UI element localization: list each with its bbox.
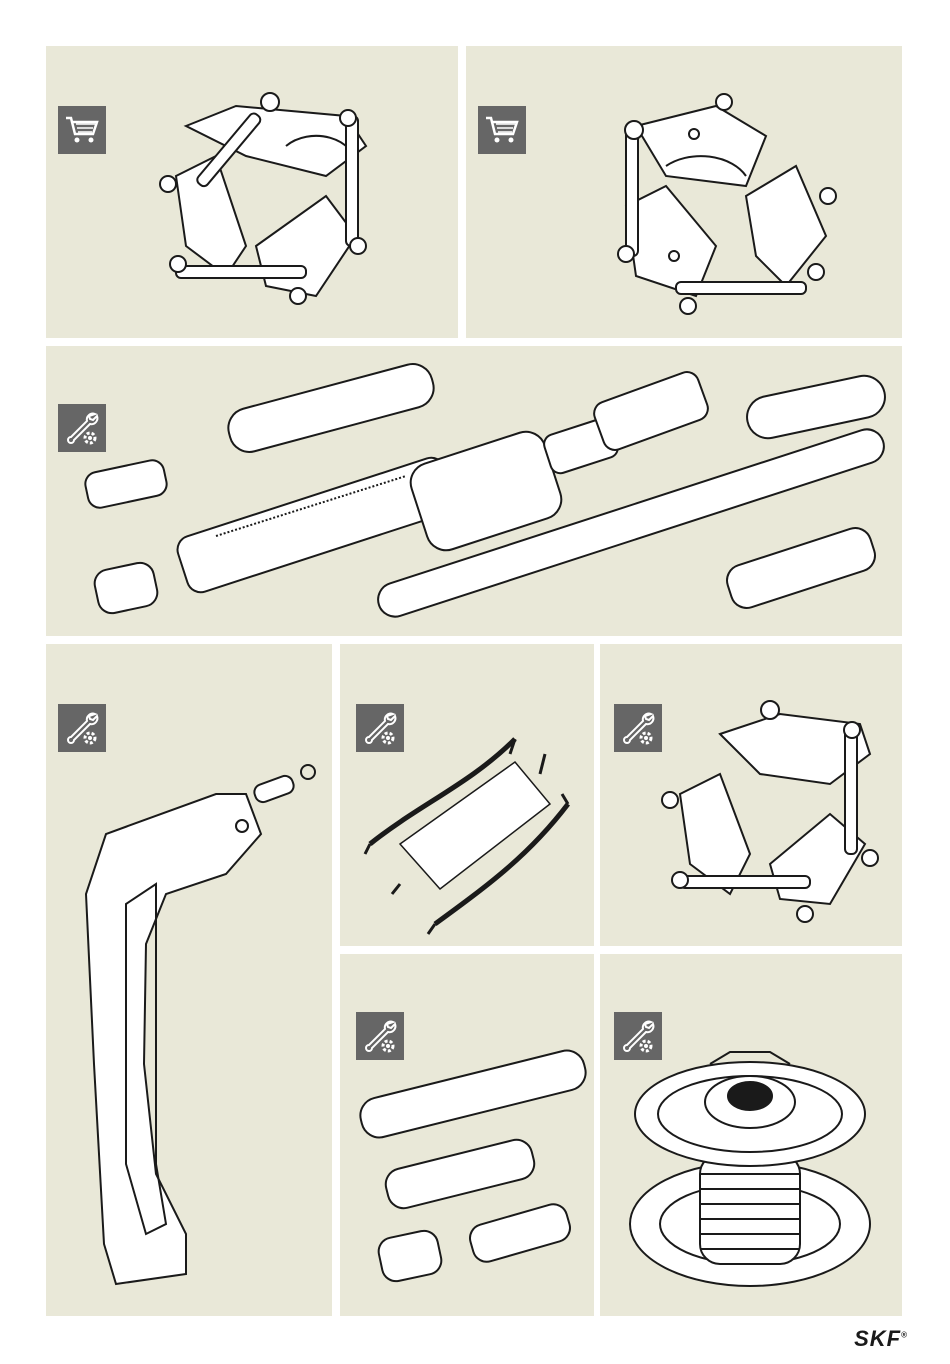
- puller-arm-illustration: [46, 644, 332, 1316]
- bearing-separator-illustration: [466, 46, 902, 338]
- panel-extension-set: [340, 954, 594, 1316]
- panel-safety-net: [340, 644, 594, 946]
- bearing-separator-illustration: [46, 46, 458, 338]
- skf-logo: SKF®: [854, 1326, 908, 1352]
- logo-text: SKF: [854, 1326, 901, 1351]
- puller-wheel-illustration: [600, 954, 902, 1316]
- panel-separator-kit-a: [46, 46, 458, 338]
- registered-mark: ®: [901, 1331, 908, 1340]
- panel-hydraulic-spindle-set: [46, 346, 902, 636]
- extension-set-illustration: [340, 954, 594, 1316]
- bearing-separator-illustration: [600, 644, 902, 946]
- safety-net-illustration: [340, 644, 594, 946]
- hydraulic-spindle-illustration: [46, 346, 902, 636]
- panel-puller-arm: [46, 644, 332, 1316]
- panel-separator-kit-c: [600, 644, 902, 946]
- panel-separator-kit-b: [466, 46, 902, 338]
- panel-puller-wheel: [600, 954, 902, 1316]
